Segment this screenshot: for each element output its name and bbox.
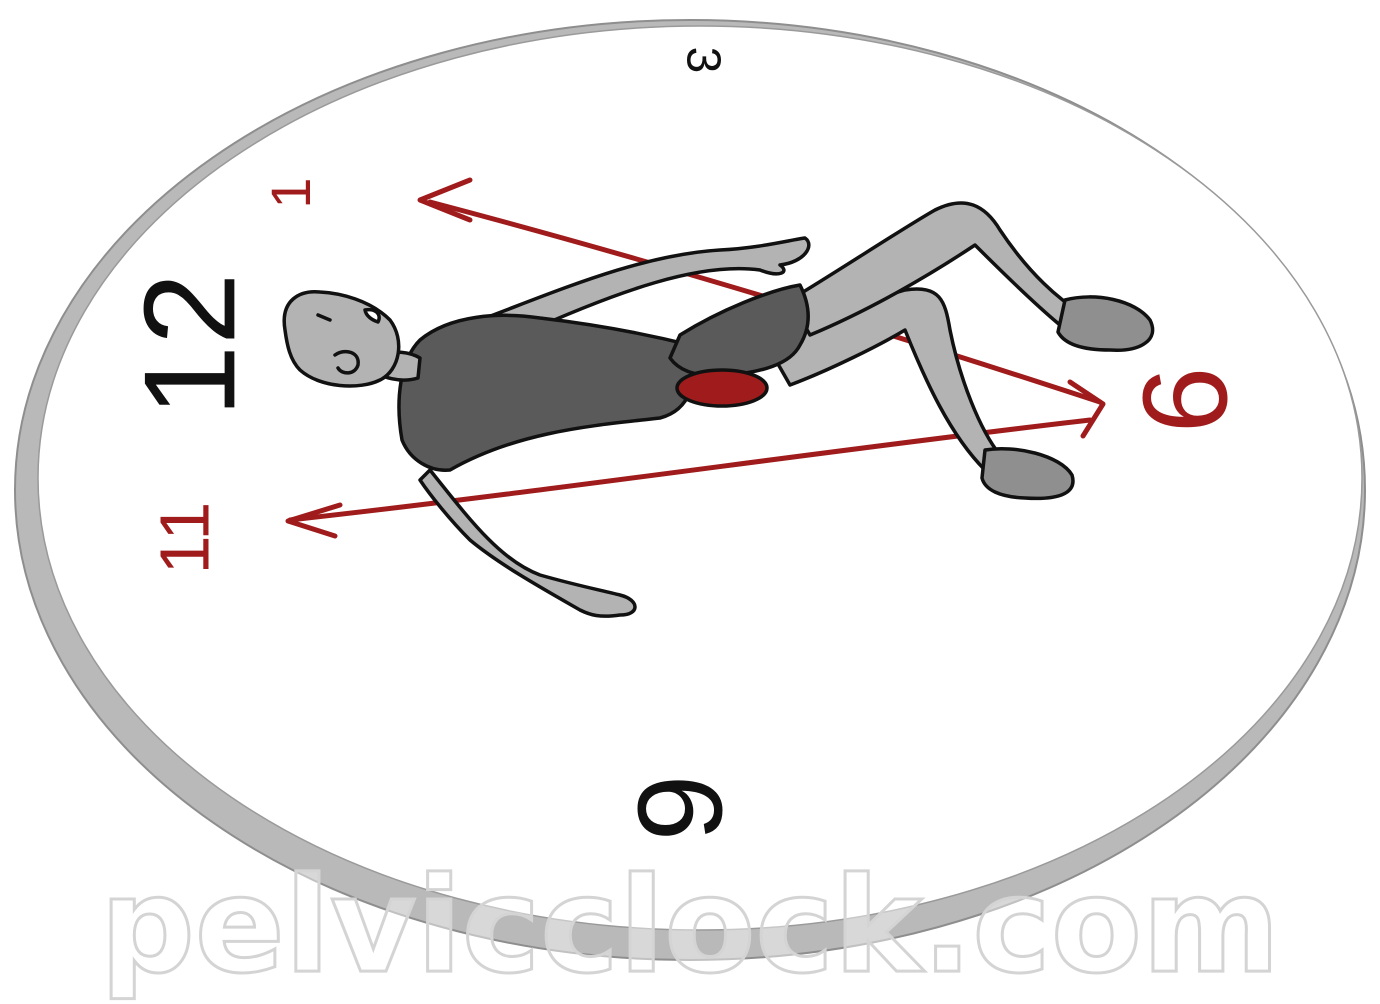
numeral-one: 1 <box>259 177 322 208</box>
numeral-eleven: 11 <box>145 502 223 575</box>
pelvis-disc-icon <box>677 370 767 406</box>
numeral-three: 3 <box>676 47 729 74</box>
numeral-twelve: 12 <box>116 273 262 418</box>
watermark-text: pelvicclock.com <box>100 849 1280 1003</box>
numeral-nine: 9 <box>614 775 748 842</box>
numeral-six: 6 <box>1119 367 1253 434</box>
ear <box>335 352 358 373</box>
watermark: pelvicclock.com <box>100 849 1280 1003</box>
